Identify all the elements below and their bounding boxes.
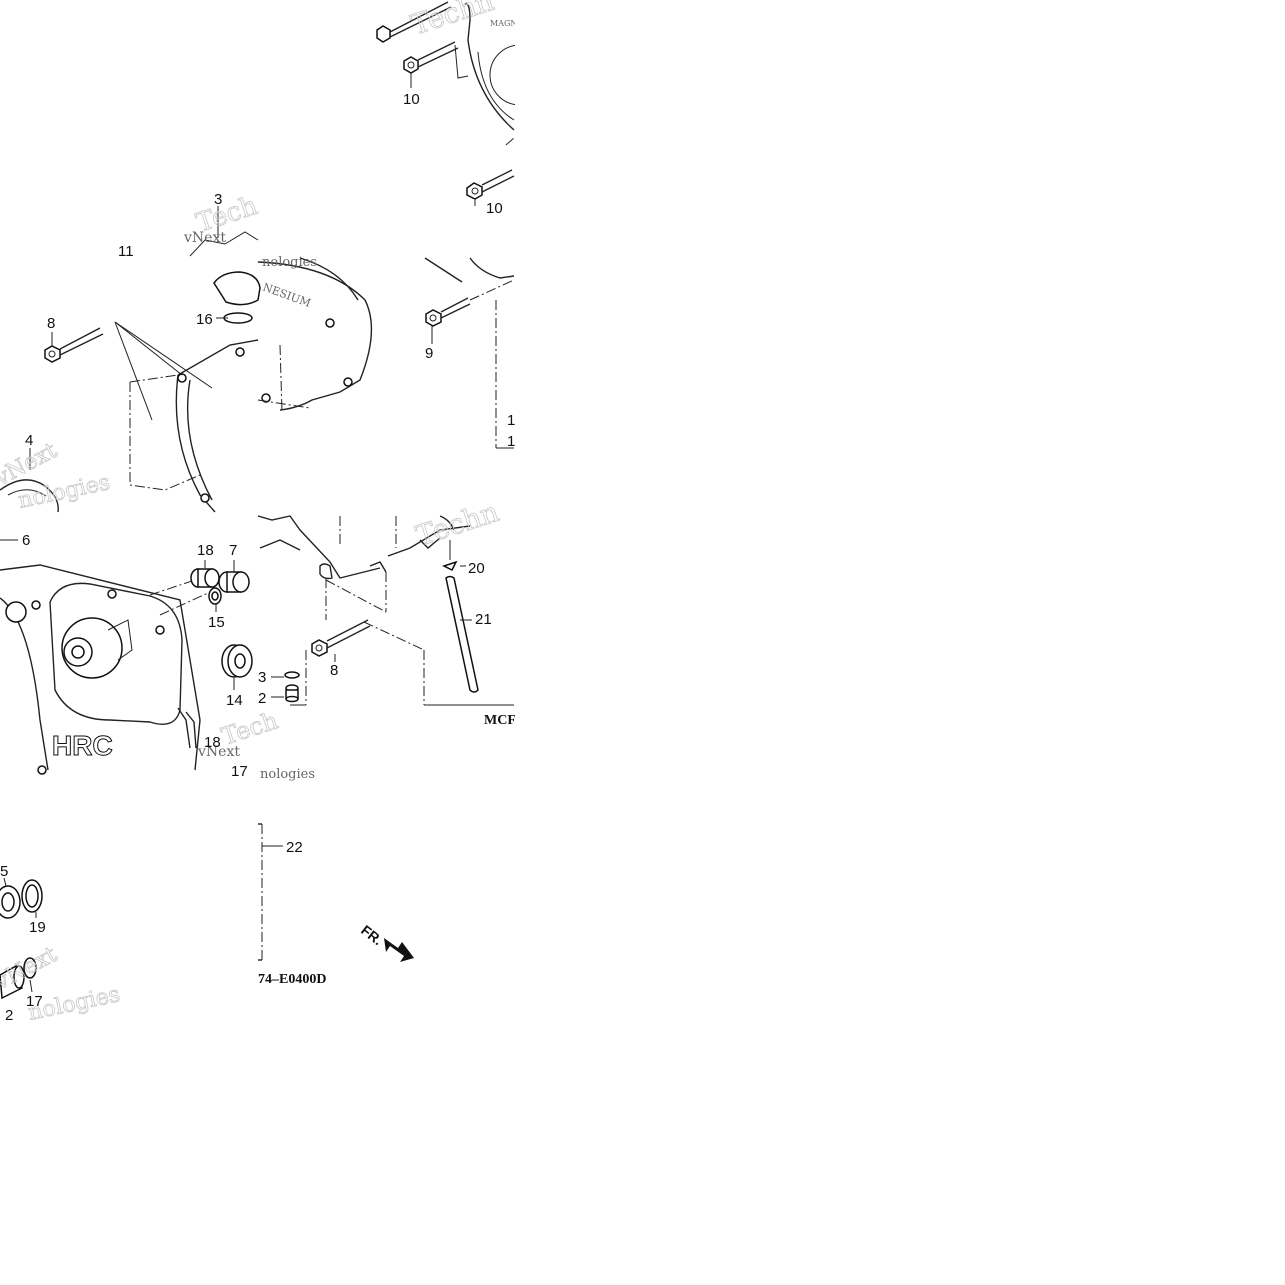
bolt-8-b: [311, 619, 371, 662]
collar-7: [218, 571, 250, 593]
tile-bolt-9: [424, 257, 515, 449]
watermark-lower-suffix: nologies: [260, 767, 315, 782]
callout-14: 14: [226, 692, 243, 709]
plug-2: [285, 684, 299, 703]
callout-7: 7: [229, 542, 237, 559]
tile-bottom: [0, 823, 283, 1000]
callout-10: 10: [403, 91, 420, 108]
callout-17: 17: [26, 993, 43, 1010]
oil-cap: [213, 271, 261, 324]
diagram-id: 74–E0400D: [258, 972, 326, 987]
callout-4: 4: [25, 432, 33, 449]
callout-16: 16: [196, 311, 213, 328]
fr-label: FR.: [358, 922, 386, 948]
callout-15: 15: [208, 614, 225, 631]
watermark-left-suffix: nologies: [16, 470, 112, 514]
watermark-right: Techn: [412, 495, 503, 553]
bearing-14: [221, 644, 253, 678]
callout-2: 2: [258, 690, 266, 707]
tile-hrc-cover: HRC: [0, 539, 253, 775]
tile-mid-left-fragment: [189, 206, 259, 257]
front-direction-arrow: FR.: [358, 922, 414, 962]
callout-22: 22: [286, 839, 303, 856]
watermark-mid-tech: Tech: [193, 191, 261, 239]
callout-10: 10: [486, 200, 503, 217]
watermark-lower-brand: vNext: [197, 744, 240, 760]
bolt-10-b: [466, 169, 515, 206]
callout-9: 9: [425, 345, 433, 362]
circlip-19: [21, 879, 43, 918]
magnesium-label: NESIUM: [261, 281, 313, 310]
callout-8: 8: [330, 662, 338, 679]
callout-18: 18: [204, 734, 221, 751]
callout-1: 1: [507, 412, 515, 429]
watermark-top: Techn: [407, 0, 498, 42]
callout-1: 1: [507, 433, 515, 450]
callout-19: 19: [29, 919, 46, 936]
callout-numbers: 10 10 3 11 8 16 9 4 6 18 7 15 14 20 21 3…: [0, 91, 515, 1024]
callout-17: 17: [231, 763, 248, 780]
callout-3: 3: [214, 191, 222, 208]
pipe-17: [0, 957, 37, 1000]
callout-2: 2: [5, 1007, 13, 1024]
callout-20: 20: [468, 560, 485, 577]
callout-21: 21: [475, 611, 492, 628]
tile-center-cover: NESIUM: [0, 257, 373, 513]
callout-5: 5: [0, 863, 8, 880]
callout-18: 18: [197, 542, 214, 559]
magnesium-top-label: MAGN: [490, 19, 517, 28]
watermark-mid-brand: vNext: [183, 230, 226, 246]
bolt-8-a: [44, 327, 104, 363]
blank-region-bottom: [0, 1030, 515, 1285]
mcf-code: MCF: [484, 713, 516, 728]
tile-top-cover: [376, 1, 551, 206]
hrc-logo: HRC: [52, 730, 113, 761]
tile-lower-middle: [257, 515, 514, 706]
watermark-lower-tech: Tech: [218, 706, 281, 750]
watermark-mid-suffix: nologies: [262, 255, 317, 270]
callout-3: 3: [258, 669, 266, 686]
bolt-10-a: [403, 41, 459, 88]
collar-18: [190, 568, 220, 588]
callout-8: 8: [47, 315, 55, 332]
callout-6: 6: [22, 532, 30, 549]
watermark-bottom-brand: vNext: [0, 942, 61, 996]
callout-11: 11: [118, 243, 134, 260]
bolt-top: [376, 1, 452, 43]
blank-region-right: [515, 0, 1285, 1285]
watermarks: Techn MAGN vNext Tech nologies vNext nol…: [0, 0, 517, 1026]
seal-15: [208, 587, 222, 605]
